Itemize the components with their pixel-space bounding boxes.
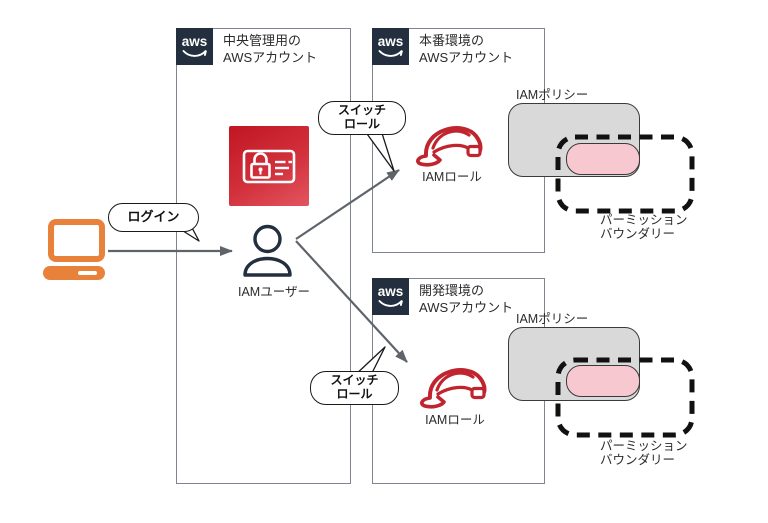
switch-role-text-line1: スイッチ [337, 103, 386, 118]
permission-boundary-line2: バウンダリー [600, 453, 676, 468]
account-title-line2: AWSアカウント [223, 49, 318, 65]
permission-boundary-label: パーミッション バウンダリー [600, 213, 688, 242]
laptop-screen [48, 219, 105, 262]
iam-role-label: IAMロール [425, 413, 485, 427]
policy-group-production: IAMポリシー パーミッション バウンダリー [505, 84, 705, 246]
aws-logo-text: aws [182, 34, 208, 49]
arrow-switch-role-development [295, 240, 408, 363]
laptop-base [43, 266, 105, 280]
policy-boundary-intersection [566, 143, 640, 175]
iam-role-label: IAMロール [422, 170, 482, 184]
iam-policy-label: IAMポリシー [516, 312, 589, 326]
aws-smile-swoosh [378, 49, 403, 57]
switch-role-text-line2: ロール [343, 117, 380, 131]
account-title-line2: AWSアカウント [419, 299, 514, 315]
switch-role-bubble-top: スイッチ ロール [318, 101, 406, 135]
account-title-development: 開発環境の AWSアカウント [419, 283, 513, 317]
permission-boundary-line1: パーミッション [600, 213, 688, 227]
aws-logo: aws [372, 278, 409, 315]
permission-boundary-dashed-box [555, 357, 695, 438]
iam-card-lock-glyph [242, 149, 296, 184]
login-bubble-text: ログイン [127, 209, 180, 225]
iam-service-icon [229, 126, 309, 206]
aws-smile-swoosh [182, 49, 207, 57]
iam-policy-label: IAMポリシー [516, 88, 589, 102]
aws-logo-icon: aws [182, 34, 208, 57]
login-bubble: ログイン [108, 203, 199, 232]
permission-boundary-label: パーミッション バウンダリー [600, 439, 688, 468]
aws-logo-text: aws [378, 284, 404, 299]
account-title-line2: AWSアカウント [419, 49, 514, 65]
aws-logo: aws [176, 28, 213, 65]
policy-boundary-intersection [566, 365, 640, 397]
arrow-switch-role-production [295, 169, 400, 240]
aws-logo-text: aws [378, 34, 404, 49]
laptop-base-dash [78, 270, 97, 275]
permission-boundary-line1: パーミッション [600, 439, 688, 453]
aws-smile-swoosh [378, 299, 403, 307]
switch-role-text-line1: スイッチ [330, 373, 379, 388]
account-box-central: aws 中央管理用の AWSアカウント [176, 28, 351, 484]
iam-user-label: IAMユーザー [238, 285, 310, 299]
account-title-production: 本番環境の AWSアカウント [419, 33, 513, 67]
aws-logo-icon: aws [378, 284, 404, 307]
hard-hat-icon [416, 126, 483, 167]
person-icon [243, 224, 292, 277]
aws-logo-icon: aws [378, 34, 404, 57]
account-title-line1: 開発環境の [419, 283, 485, 298]
permission-boundary-line2: バウンダリー [600, 227, 676, 242]
switch-role-bubble-bottom: スイッチ ロール [310, 371, 399, 405]
hard-hat-icon [420, 368, 487, 409]
permission-boundary-dashed-box [555, 134, 695, 214]
switch-role-text-line2: ロール [336, 387, 373, 401]
account-box-production: aws 本番環境の AWSアカウント [372, 28, 545, 253]
aws-logo: aws [372, 28, 409, 65]
account-title-line1: 本番環境の [419, 33, 485, 48]
account-title-central: 中央管理用の AWSアカウント [223, 33, 317, 67]
account-title-line1: 中央管理用の [223, 33, 302, 48]
policy-group-development: IAMポリシー パーミッション バウンダリー [505, 307, 705, 472]
